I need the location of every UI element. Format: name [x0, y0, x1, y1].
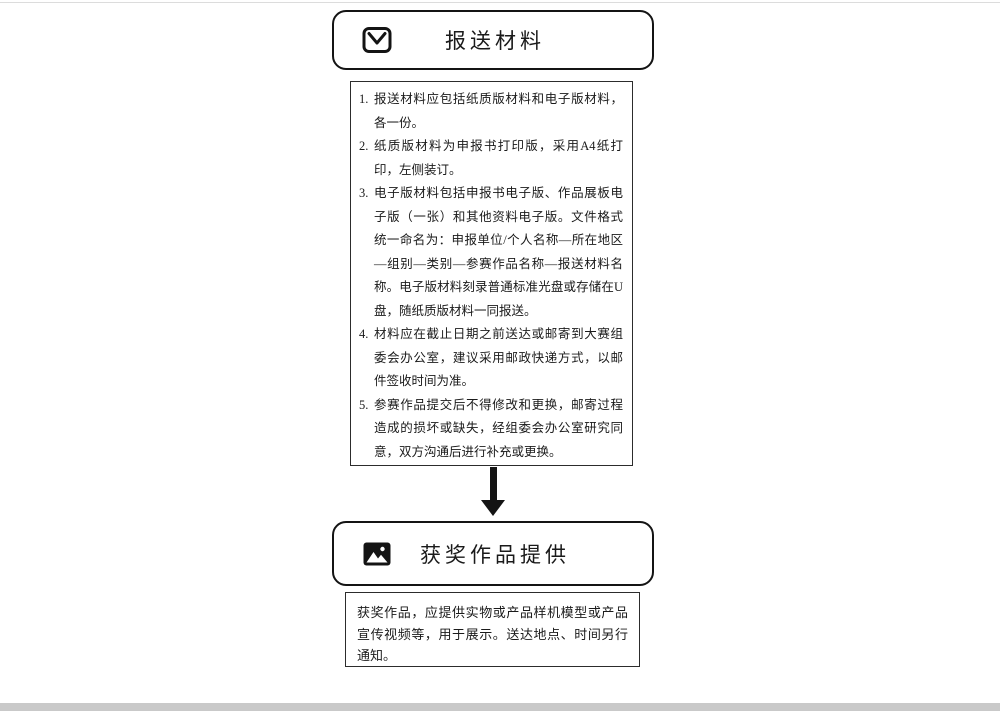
item-text: 材料应在截止日期之前送达或邮寄到大赛组委会办公室，建议采用邮政快递方式，以邮件签… — [374, 327, 623, 388]
item-text: 电子版材料包括申报书电子版、作品展板电子版（一张）和其他资料电子版。文件格式统一… — [374, 186, 623, 318]
step2-detail-box: 获奖作品，应提供实物或产品样机模型或产品宣传视频等，用于展示。送达地点、时间另行… — [345, 592, 640, 667]
item-text: 纸质版材料为申报书打印版，采用A4纸打印，左侧装订。 — [374, 139, 623, 177]
step2-body: 获奖作品，应提供实物或产品样机模型或产品宣传视频等，用于展示。送达地点、时间另行… — [357, 605, 628, 663]
list-item: 3. 电子版材料包括申报书电子版、作品展板电子版（一张）和其他资料电子版。文件格… — [359, 182, 623, 323]
list-item: 1. 报送材料应包括纸质版材料和电子版材料，各一份。 — [359, 88, 623, 135]
top-edge-line — [0, 2, 1000, 3]
item-text: 报送材料应包括纸质版材料和电子版材料，各一份。 — [374, 92, 623, 130]
step1-title-box: 报送材料 — [332, 10, 654, 70]
item-number: 5. — [359, 397, 369, 412]
item-number: 2. — [359, 139, 369, 153]
bottom-edge-shade — [0, 703, 1000, 711]
arrow-shaft — [489, 467, 497, 500]
item-number: 4. — [359, 327, 369, 341]
down-arrow — [480, 467, 506, 517]
list-item: 4. 材料应在截止日期之前送达或邮寄到大赛组委会办公室，建议采用邮政快递方式，以… — [359, 323, 623, 394]
step2-title-box: 获奖作品提供 — [332, 521, 654, 586]
step2-title: 获奖作品提供 — [420, 542, 570, 567]
image-icon — [361, 538, 393, 570]
item-text: 参赛作品提交后不得修改和更换，邮寄过程造成的损坏或缺失，经组委会办公室研究同意，… — [374, 397, 623, 459]
arrow-head — [481, 500, 505, 516]
item-number: 1. — [359, 92, 369, 106]
list-item: 2. 纸质版材料为申报书打印版，采用A4纸打印，左侧装订。 — [359, 135, 623, 182]
envelope-icon — [361, 24, 393, 56]
step1-detail-box: 1. 报送材料应包括纸质版材料和电子版材料，各一份。 2. 纸质版材料为申报书打… — [350, 81, 633, 466]
list-item: 5. 参赛作品提交后不得修改和更换，邮寄过程造成的损坏或缺失，经组委会办公室研究… — [359, 394, 623, 465]
step1-title: 报送材料 — [445, 29, 545, 53]
item-number: 3. — [359, 186, 369, 200]
